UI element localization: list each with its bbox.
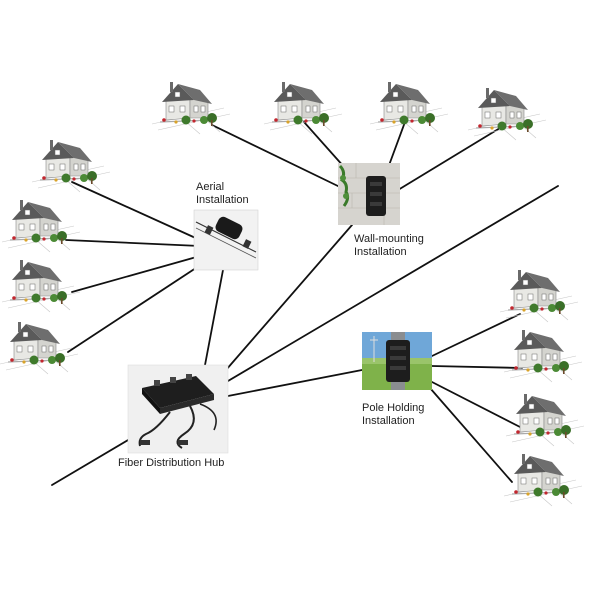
cable-wall-hub bbox=[225, 224, 353, 371]
distribution-hub-photo bbox=[127, 364, 229, 454]
house-icon bbox=[505, 393, 585, 447]
houses-left bbox=[0, 139, 111, 375]
house-icon bbox=[151, 81, 231, 135]
house-icon bbox=[0, 321, 79, 375]
wall-installation-label: Wall-mounting Installation bbox=[354, 233, 424, 259]
aerial-closure-photo bbox=[193, 209, 259, 271]
houses-right bbox=[499, 269, 585, 507]
cable-right-house-4 bbox=[429, 387, 513, 483]
cable-right-house-3 bbox=[431, 381, 523, 429]
cable-aerial-hub bbox=[204, 269, 224, 366]
wall-closure-photo bbox=[338, 163, 400, 225]
cable-hub-pole bbox=[227, 369, 363, 397]
cable-left-house-4 bbox=[67, 263, 203, 353]
pole-label-line-2: Installation bbox=[362, 415, 415, 427]
house-icon bbox=[263, 81, 343, 135]
house-icon bbox=[1, 259, 81, 313]
house-icon bbox=[31, 139, 111, 193]
aerial-label-line-2: Installation bbox=[196, 194, 249, 206]
cable-top-house-2 bbox=[303, 121, 346, 169]
hub-label-text: Fiber Distribution Hub bbox=[118, 457, 225, 469]
aerial-label-line-1: Aerial bbox=[196, 181, 225, 193]
cable-left-house-1 bbox=[71, 181, 201, 241]
pole-installation-label: Pole Holding Installation bbox=[362, 402, 424, 428]
cable-right-house-1 bbox=[431, 313, 521, 357]
fiber-cables bbox=[51, 121, 559, 486]
wall-label-line-1: Wall-mounting bbox=[354, 233, 424, 245]
house-icon bbox=[503, 329, 583, 383]
aerial-installation-label: Aerial Installation bbox=[196, 181, 249, 207]
cable-top-house-4 bbox=[397, 127, 501, 191]
hub-label: Fiber Distribution Hub bbox=[118, 457, 224, 470]
cable-left-house-3 bbox=[71, 255, 201, 293]
house-icon bbox=[499, 269, 579, 323]
pole-label-line-1: Pole Holding bbox=[362, 402, 425, 414]
house-icon bbox=[369, 81, 449, 135]
cable-top-house-3 bbox=[387, 121, 406, 169]
cable-top-house-1 bbox=[211, 124, 343, 189]
house-icon bbox=[503, 453, 583, 507]
houses-top bbox=[151, 81, 547, 141]
house-icon bbox=[467, 87, 547, 141]
pole-closure-photo bbox=[362, 332, 432, 390]
cable-right-house-2 bbox=[431, 365, 523, 369]
cable-left-house-2 bbox=[65, 239, 201, 247]
house-icon bbox=[1, 199, 81, 253]
wall-label-line-2: Installation bbox=[354, 246, 407, 258]
